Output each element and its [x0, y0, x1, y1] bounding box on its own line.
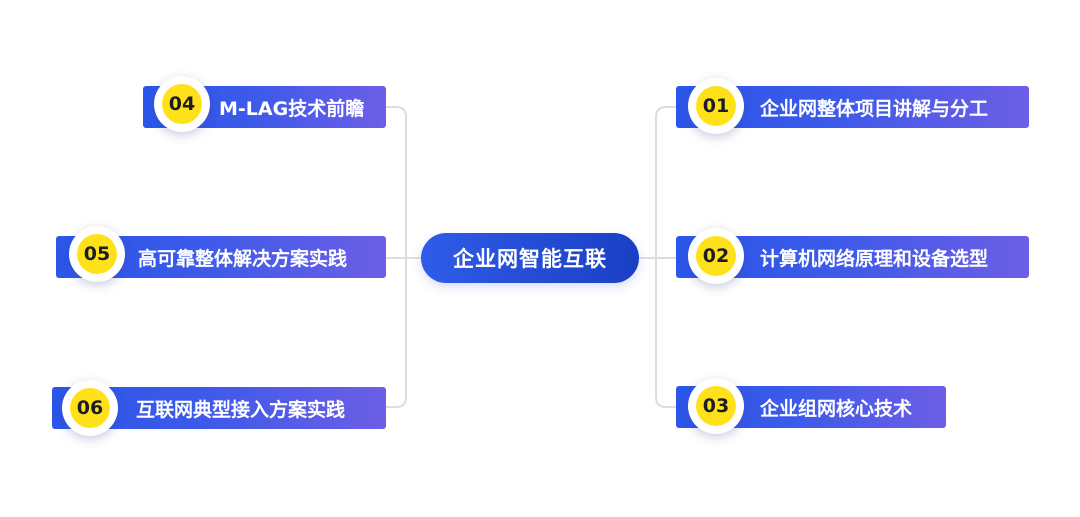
topic-number-01: 01 [696, 86, 736, 126]
topic-badge-04: 04 [154, 76, 210, 132]
topic-label-03: 企业组网核心技术 [760, 397, 913, 420]
topic-label-05: 高可靠整体解决方案实践 [138, 247, 348, 270]
topic-badge-05: 05 [69, 226, 125, 282]
topic-badge-03: 03 [688, 378, 744, 434]
topic-number-03: 03 [696, 386, 736, 426]
topic-number-05: 05 [77, 234, 117, 274]
topic-label-04: M-LAG技术前瞻 [219, 97, 365, 120]
topic-number-02: 02 [696, 236, 736, 276]
center-topic: 企业网智能互联 [421, 233, 639, 283]
topic-badge-01: 01 [688, 78, 744, 134]
topic-label-06: 互联网典型接入方案实践 [136, 398, 346, 421]
topic-label-02: 计算机网络原理和设备选型 [760, 247, 989, 270]
topic-number-06: 06 [70, 388, 110, 428]
topic-number-04: 04 [162, 84, 202, 124]
topic-badge-02: 02 [688, 228, 744, 284]
topic-label-01: 企业网整体项目讲解与分工 [760, 97, 989, 120]
topic-badge-06: 06 [62, 380, 118, 436]
